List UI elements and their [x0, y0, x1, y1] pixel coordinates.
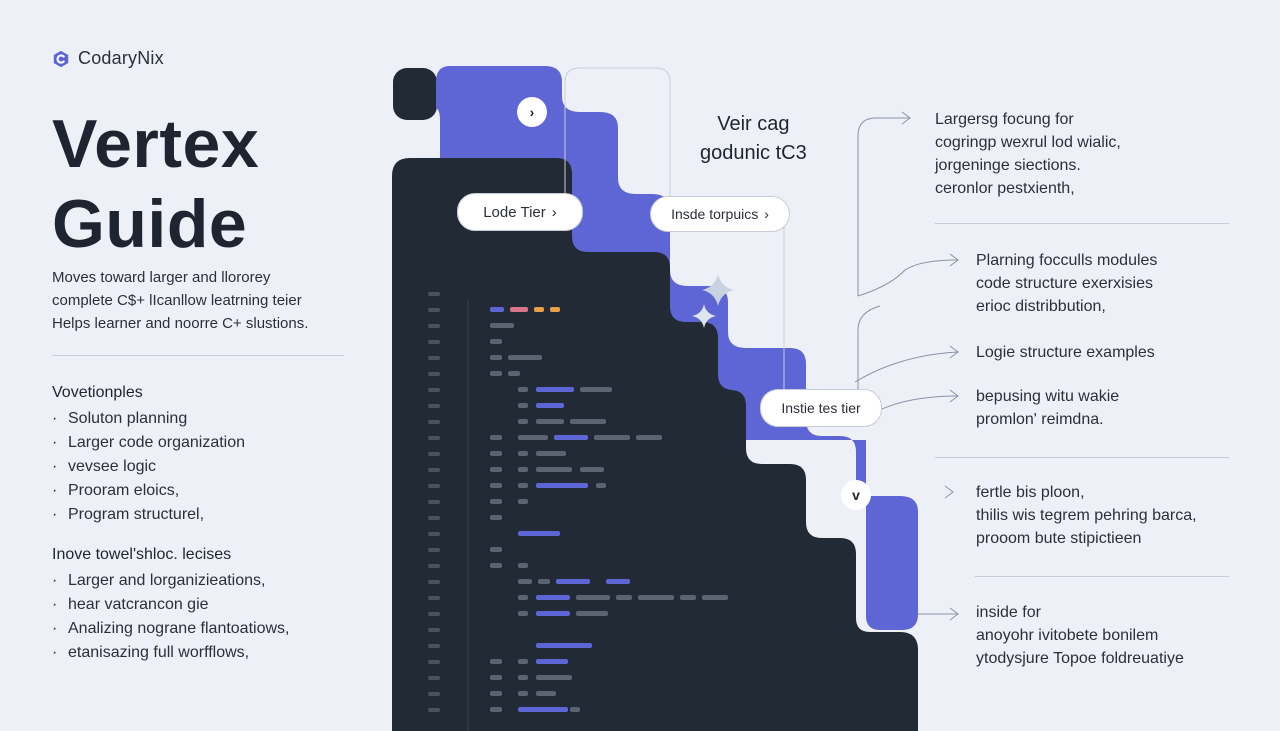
center-label: Veir cag godunic tC3	[700, 110, 807, 168]
list-item: ·hear vatcrancon gie	[52, 596, 209, 613]
sparkle-icon	[702, 274, 734, 306]
title-line-2: Guide	[52, 186, 248, 262]
section-2-heading: Inove towel'shloc. lecises	[52, 546, 232, 563]
arrow-icon	[901, 111, 911, 125]
chevron-right-icon: ›	[764, 206, 769, 222]
list-item: ·vevsee logic	[52, 458, 157, 475]
arrow-icon	[944, 485, 954, 499]
divider	[935, 457, 1229, 458]
intro-line-2: complete C$+ lIcanllow leatrning teier	[52, 292, 302, 309]
list-item: ·Program structurel,	[52, 506, 205, 523]
list-item: ·Soluton planning	[52, 410, 188, 427]
section-1-list: ·Soluton planning ·Larger code organizat…	[52, 407, 245, 527]
intro-line-3: Helps learner and noorre C+ slustions.	[52, 315, 309, 332]
arrow-icon	[949, 253, 959, 267]
inside-topics-pill[interactable]: Insde torpuics ›	[650, 196, 790, 232]
expand-button[interactable]: v	[841, 480, 871, 510]
code-panel-shape	[392, 158, 918, 731]
arrow-icon	[949, 607, 959, 621]
chevron-right-icon: ›	[551, 203, 557, 221]
center-label-line-1: Veir cag	[717, 113, 790, 135]
section-2-list: ·Larger and lorganizieations, ·hear vatc…	[52, 569, 289, 665]
dark-tab-shape	[393, 68, 437, 120]
connector-curve	[857, 305, 881, 390]
brand: CodaryNix	[52, 48, 164, 69]
lode-tier-pill[interactable]: Lode Tier ›	[457, 193, 583, 231]
intro-text: Moves toward larger and llororey complet…	[52, 266, 352, 335]
list-item: ·Larger code organization	[52, 434, 246, 451]
divider	[52, 355, 344, 356]
connector-curve	[857, 259, 959, 297]
divider	[975, 576, 1229, 577]
right-block-3: Logie structure examples	[976, 344, 1155, 361]
instie-tier-pill[interactable]: Instie tes tier	[760, 389, 882, 427]
next-button[interactable]: ›	[517, 97, 547, 127]
center-label-line-2: godunic tC3	[700, 142, 807, 164]
brand-name: CodaryNix	[78, 48, 164, 68]
title-line-1: Vertex	[52, 106, 260, 182]
list-item: ·Prooram eloics,	[52, 482, 180, 499]
code-line-numbers	[428, 292, 440, 712]
intro-line-1: Moves toward larger and llororey	[52, 269, 271, 286]
list-item: ·Analizing nograne flantoatiows,	[52, 620, 290, 637]
code-tokens	[490, 307, 728, 712]
brand-c-icon	[53, 50, 69, 67]
sparkle-icon	[692, 304, 716, 328]
page-title: Vertex Guide	[52, 104, 259, 264]
connector-curve	[854, 351, 959, 383]
arrow-icon	[949, 345, 959, 359]
connector-curve	[879, 395, 959, 411]
divider	[935, 223, 1229, 224]
purple-staircase-shape	[436, 66, 918, 630]
list-item: ·etanisazing full worfflows,	[52, 644, 250, 661]
list-item: ·Larger and lorganizieations,	[52, 572, 266, 589]
section-1-heading: Vovetionples	[52, 384, 143, 401]
connector-curve	[857, 117, 910, 296]
connector-outline	[780, 227, 785, 392]
right-block-5: fertle bis ploon,thilis wis tegrem pehri…	[976, 484, 1197, 547]
arrow-icon	[949, 389, 959, 403]
